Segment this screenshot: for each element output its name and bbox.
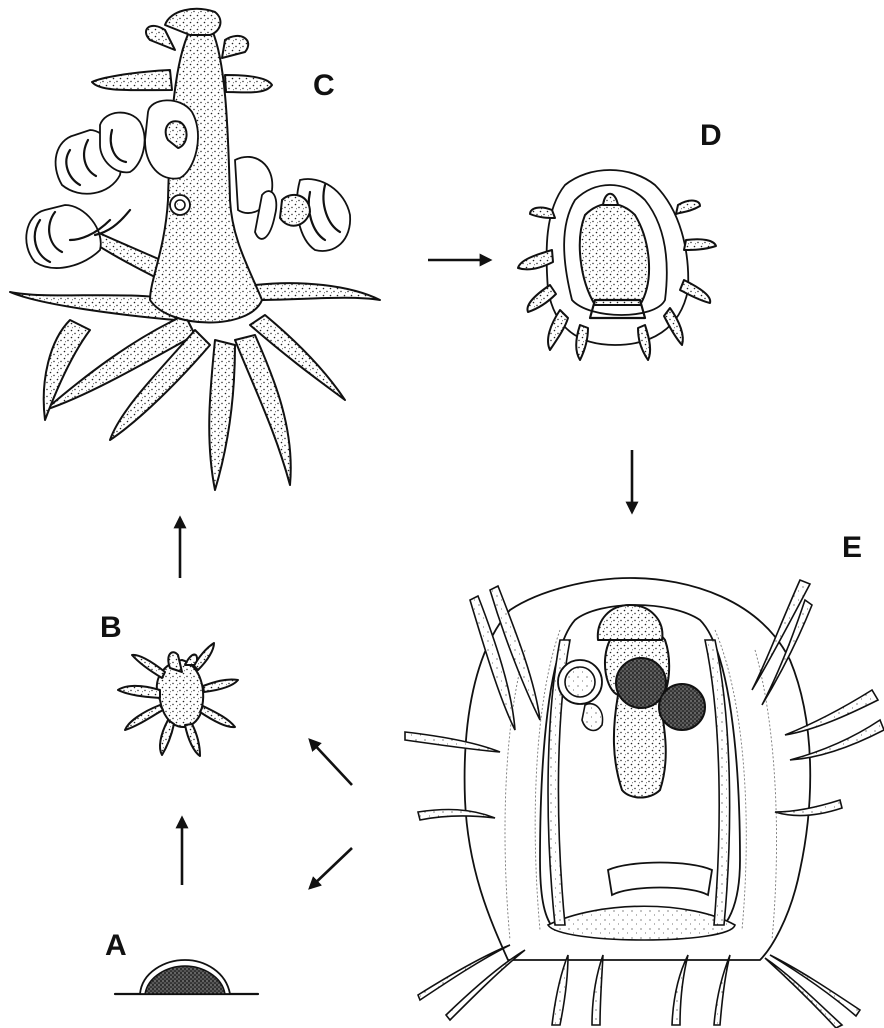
panel-c-label: C: [313, 69, 335, 102]
panel-e-label: E: [842, 531, 862, 564]
panel-a-label: A: [105, 929, 127, 962]
panel-d-illustration: [518, 170, 716, 360]
panel-e-illustration: [405, 578, 884, 1028]
panel-b-illustration: [118, 643, 238, 756]
gonad-1: [616, 658, 666, 708]
arrow-e-to-b: [310, 740, 352, 785]
arrow-e-to-a: [310, 848, 352, 888]
panel-d-label: D: [700, 119, 722, 152]
panel-a-illustration: [115, 960, 258, 994]
gonad-2: [659, 684, 705, 730]
panel-b-label: B: [100, 611, 122, 644]
